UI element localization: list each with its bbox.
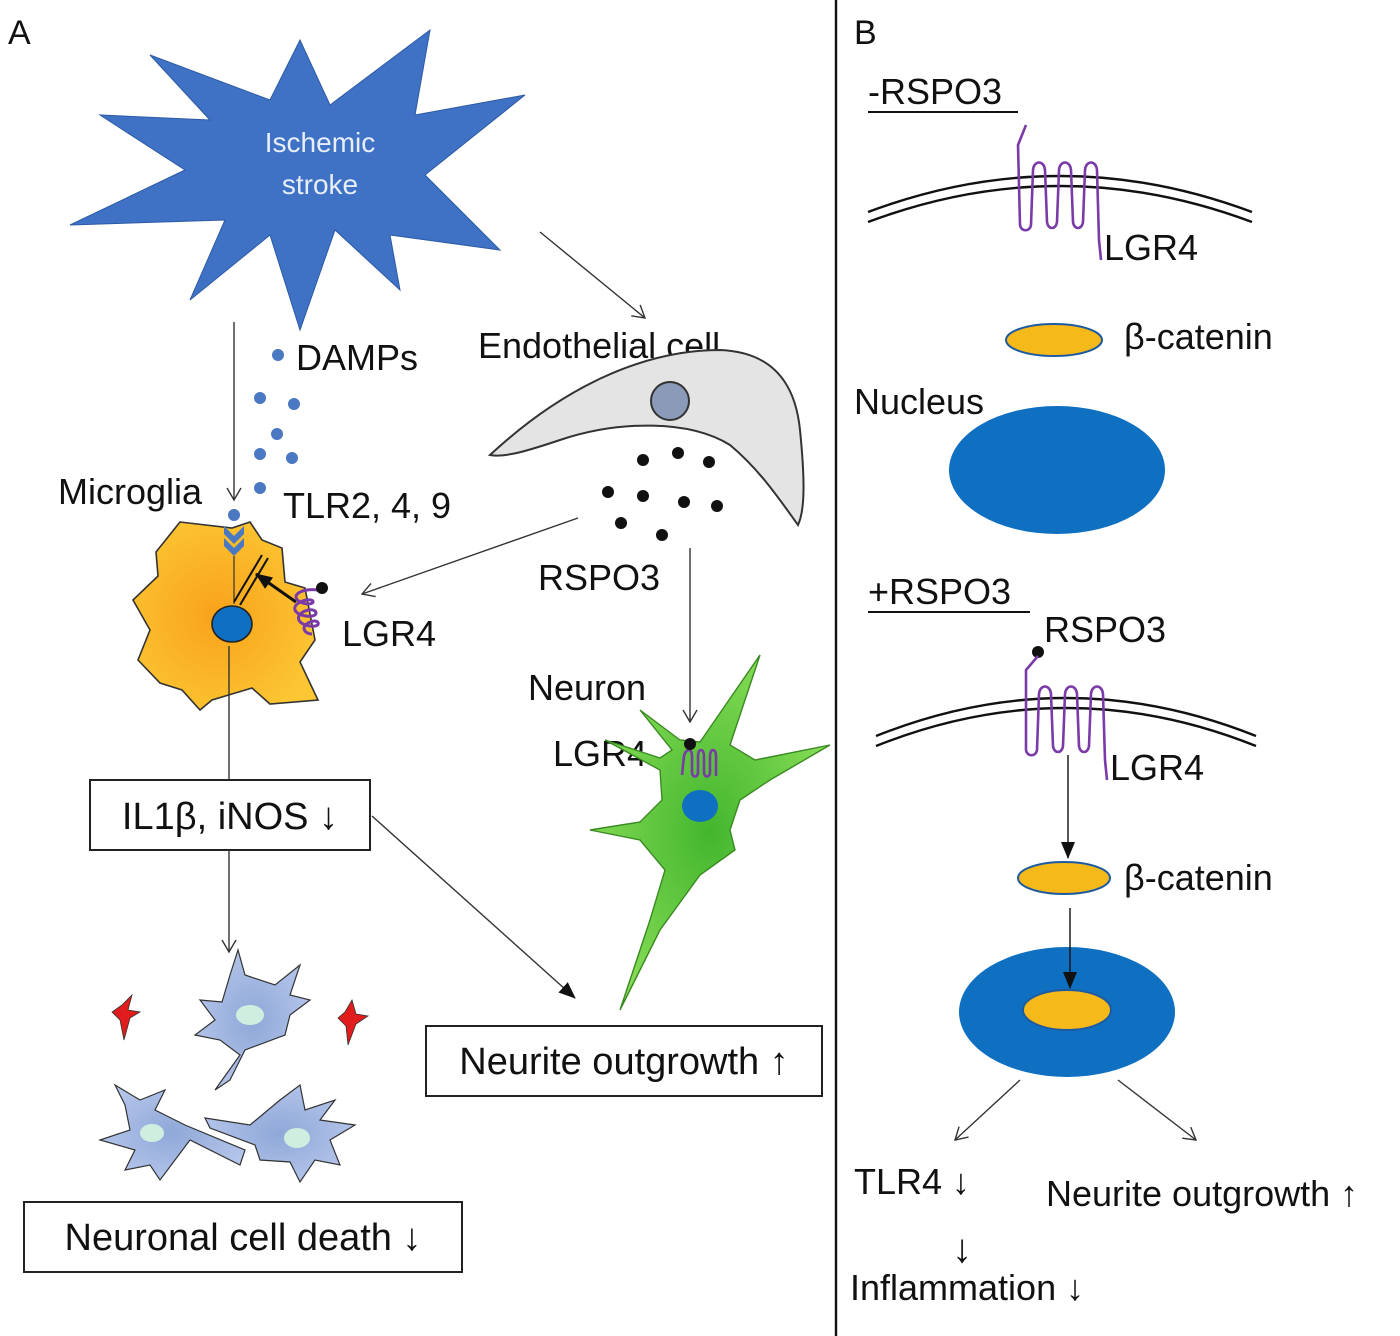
- rspo3-bound-microglia: [316, 582, 328, 594]
- dying-neurons-cluster: [97, 947, 370, 1184]
- inflammation-label: Inflammation ↓: [850, 1267, 1084, 1308]
- tlr-receptor: [224, 509, 244, 556]
- lgr4-receptor-bottom: [1024, 655, 1109, 781]
- neurite-box-text: Neurite outgrowth ↑: [459, 1041, 789, 1083]
- minus-rspo3-title: -RSPO3: [868, 71, 1002, 112]
- membrane-top-outer: [867, 174, 1253, 214]
- lgr4-bottom-label: LGR4: [1110, 747, 1204, 788]
- membrane-bottom-outer: [875, 696, 1257, 738]
- neuron-cell: [589, 654, 831, 1011]
- neuron-nucleus: [682, 790, 718, 822]
- arrow-endothelial-to-microglia: [360, 517, 579, 598]
- membrane-top-inner: [867, 184, 1253, 224]
- damps-dots: [254, 349, 300, 494]
- beta-catenin-bottom: [1017, 861, 1111, 895]
- arrow-nucleus-to-tlr4: [953, 1079, 1021, 1141]
- rspo3-bound-neuron: [684, 738, 696, 750]
- microglia-double-line-2: [239, 557, 269, 606]
- beta-catenin-bottom-label: β-catenin: [1124, 857, 1273, 898]
- il1b-box-text: IL1β, iNOS ↓: [122, 796, 338, 838]
- stroke-label-line1: Ischemic: [265, 127, 375, 158]
- microglia-nucleus: [211, 605, 253, 643]
- beta-catenin-top-label: β-catenin: [1124, 316, 1273, 357]
- beta-catenin-top: [1005, 323, 1103, 357]
- panel-a-label: A: [8, 14, 31, 52]
- tlr4-label: TLR4 ↓: [854, 1161, 970, 1202]
- lgr4-top-label: LGR4: [1104, 227, 1198, 268]
- stroke-label-line2: stroke: [282, 169, 358, 200]
- lgr4-microglia-label: LGR4: [342, 613, 436, 654]
- neuron-label: Neuron: [528, 667, 646, 708]
- cell-death-box: [23, 1201, 463, 1273]
- damps-label: DAMPs: [296, 337, 418, 378]
- endothelial-nucleus: [650, 381, 690, 421]
- lgr4-to-nucleus-arrow: [255, 572, 297, 604]
- lgr4-receptor-top: [1016, 124, 1103, 261]
- arrow-stroke-to-endothelial: [539, 231, 647, 319]
- endothelial-cell: [487, 348, 805, 527]
- ischemic-stroke-star: [69, 28, 526, 332]
- neurite-box: [425, 1025, 823, 1097]
- plus-rspo3-title: +RSPO3: [868, 571, 1011, 612]
- rspo3-bound-lgr4: [1032, 646, 1044, 658]
- nucleus-top: [949, 406, 1165, 534]
- il1b-box: [89, 779, 371, 851]
- rspo3-dots: [602, 447, 723, 541]
- arrow-nucleus-to-neurite: [1117, 1079, 1198, 1141]
- microglia-double-line-1: [233, 554, 263, 603]
- neurite-b-label: Neurite outgrowth ↑: [1046, 1173, 1358, 1214]
- cell-death-box-text: Neuronal cell death ↓: [65, 1217, 422, 1259]
- lgr4-receptor-neuron: [680, 748, 718, 778]
- rspo3-label-a: RSPO3: [538, 557, 660, 598]
- membrane-bottom-inner: [875, 706, 1257, 748]
- nucleus-label: Nucleus: [854, 381, 984, 422]
- tlr-label: TLR2, 4, 9: [283, 485, 451, 526]
- lgr4-receptor-microglia: [293, 588, 320, 636]
- rspo3-label-b: RSPO3: [1044, 609, 1166, 650]
- beta-catenin-in-nucleus: [1022, 989, 1112, 1031]
- panel-b-label: B: [854, 14, 877, 52]
- microglia-label: Microglia: [58, 471, 203, 512]
- arrow-il1b-to-neurite: [371, 815, 576, 999]
- down-arrow-glyph: ↓: [952, 1227, 972, 1271]
